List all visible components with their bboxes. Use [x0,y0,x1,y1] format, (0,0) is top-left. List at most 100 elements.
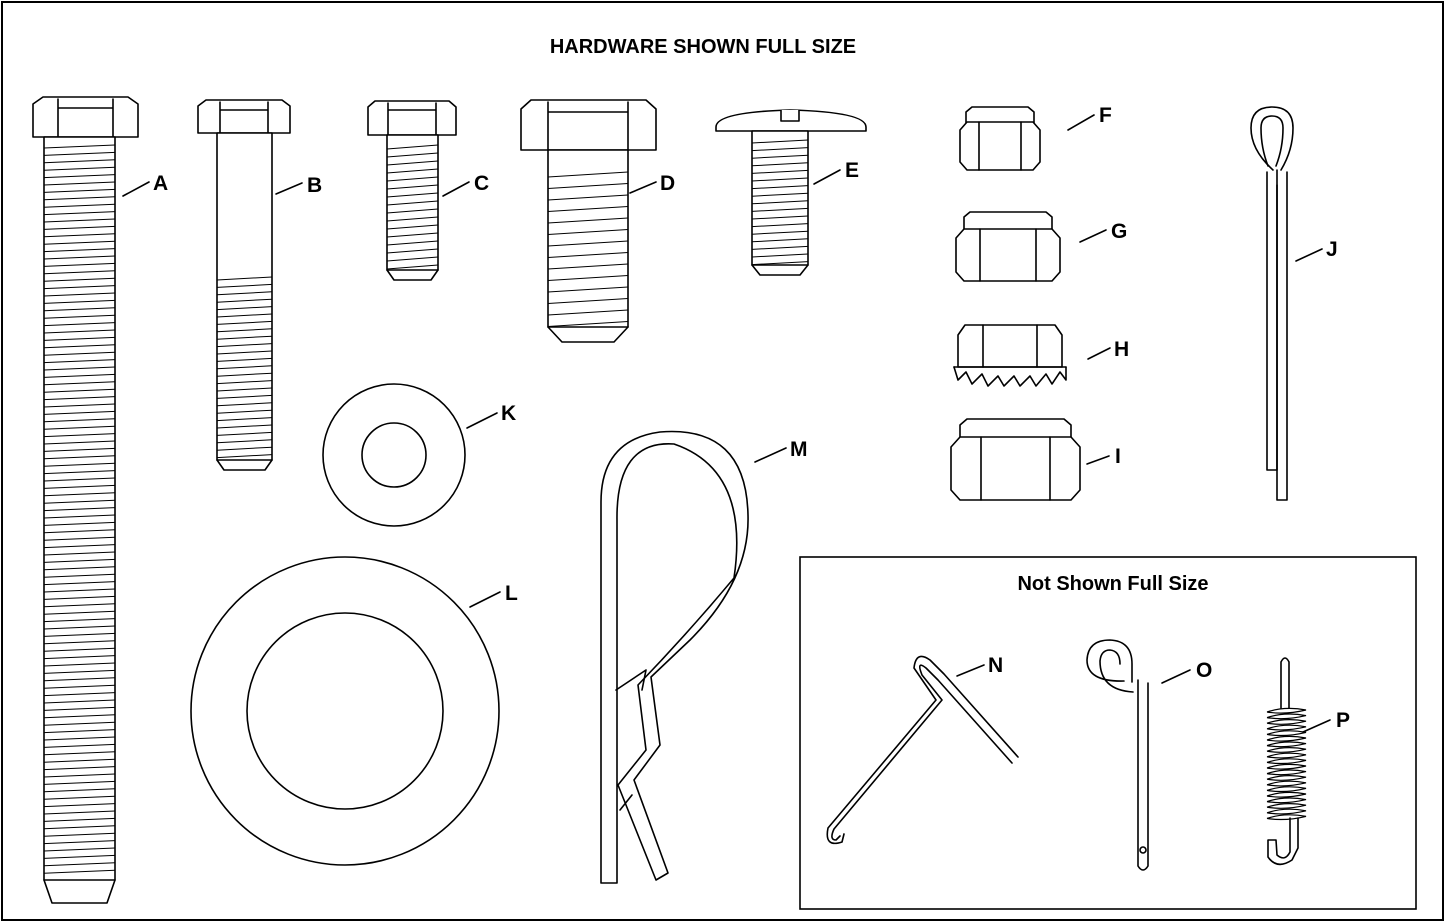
thread-line [386,248,439,254]
label-o: O [1196,659,1212,682]
thread-line [43,869,116,874]
thread-line [386,168,439,174]
thread-line [216,431,273,436]
spring-coil [1266,775,1307,781]
leader-lines [122,114,1331,733]
thread-line [216,291,273,296]
thread-line [216,439,273,444]
part-e-threads [751,139,809,266]
thread-line [43,766,116,771]
spring-coil [1266,730,1307,737]
thread-line [751,200,809,205]
inset-box [799,556,1417,910]
thread-line [216,343,273,348]
thread-line [43,603,116,608]
label-j: J [1326,238,1338,261]
spring-coil [1266,713,1307,720]
label-a: A [153,172,168,195]
thread-line [216,328,273,333]
thread-line [386,176,439,182]
part-h-flange-nut [953,324,1067,387]
part-e-round-head-screw [715,109,867,276]
thread-line [43,329,116,334]
thread-line [43,396,116,401]
thread-line [43,751,116,756]
thread-line [386,144,439,150]
thread-line [547,321,629,327]
thread-line [216,402,273,407]
thread-line [43,344,116,349]
thread-line [43,462,116,467]
thread-line [43,181,116,186]
label-f: F [1099,104,1112,127]
thread-line [751,238,809,243]
spring-coil [1266,752,1307,759]
spring-coil [1266,780,1307,787]
spring-coil [1266,769,1307,776]
thread-line [216,283,273,288]
spring-coil [1266,791,1307,798]
thread-line [43,581,116,586]
thread-line [43,521,116,526]
thread-line [43,758,116,763]
label-e: E [845,159,859,182]
thread-line [43,618,116,623]
thread-line [43,277,116,282]
thread-line [751,154,809,159]
thread-line [43,632,116,637]
thread-line [386,192,439,198]
thread-line [43,529,116,534]
part-d-threads [547,171,629,327]
spring-coil [1266,747,1307,753]
thread-line [43,233,116,238]
part-d-hex-bolt [520,99,657,343]
thread-line [43,825,116,830]
spring-coil [1266,763,1307,770]
thread-line [216,454,273,459]
thread-line [43,507,116,512]
thread-line [547,298,629,304]
thread-line [43,166,116,171]
thread-line [43,595,116,600]
thread-line [43,551,116,556]
thread-line [43,625,116,630]
thread-line [386,216,439,222]
thread-line [547,240,629,247]
thread-line [43,862,116,867]
thread-line [751,147,809,152]
thread-line [547,171,629,178]
thread-line [43,188,116,193]
thread-line [43,196,116,201]
thread-line [386,224,439,230]
thread-line [751,230,809,235]
spring-coil [1266,707,1307,714]
part-g-lock-nut [955,211,1061,282]
thread-line [386,264,439,270]
thread-line [43,684,116,689]
part-m-hairpin-clip [600,430,749,884]
thread-line [751,139,809,144]
thread-line [43,662,116,667]
label-m: M [790,438,808,461]
thread-line [43,381,116,386]
thread-line [43,810,116,815]
thread-line [216,306,273,311]
thread-line [43,699,116,704]
part-b-hex-bolt [197,99,291,471]
thread-line [43,174,116,179]
thread-line [43,359,116,364]
thread-line [43,255,116,260]
thread-line [386,152,439,158]
spring-coil [1266,719,1307,725]
thread-line [43,640,116,645]
thread-line [216,365,273,370]
thread-line [43,240,116,245]
spring-coil [1266,803,1307,809]
thread-line [216,387,273,392]
label-b: B [307,174,322,197]
thread-line [216,380,273,385]
thread-line [751,215,809,220]
thread-line [43,425,116,430]
thread-line [43,832,116,837]
thread-line [751,177,809,182]
